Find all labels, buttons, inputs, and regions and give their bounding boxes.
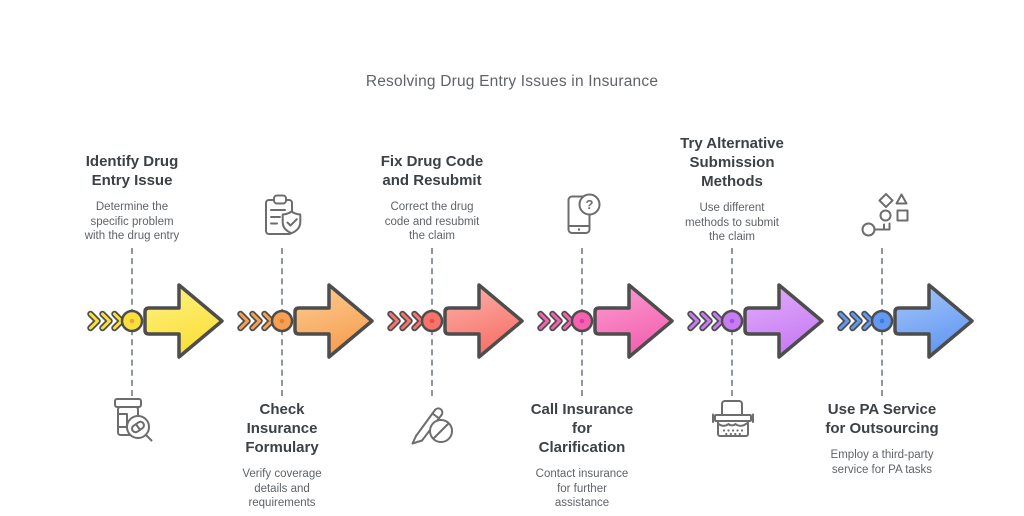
step-2-heading: Check Insurance Formulary	[245, 401, 319, 456]
step-1-description: Determine the specific problem with the …	[84, 201, 180, 242]
timeline-node-dot	[729, 318, 735, 324]
phone-question-icon: ?	[553, 188, 609, 251]
arrow-icon	[443, 283, 524, 359]
timeline-node-dot	[579, 318, 585, 324]
step-4-flow-arrow	[537, 283, 674, 359]
shapes-key-icon	[856, 190, 912, 253]
step-1-text-block: Identify Drug Entry Issue Determine the …	[57, 152, 207, 244]
step-3-description: Correct the drug code and resubmit the c…	[384, 201, 480, 242]
step-4-description: Contact insurance for further assistance	[535, 468, 629, 509]
arrow-icon	[143, 283, 224, 359]
timeline-node-dot	[129, 318, 135, 324]
arrow-icon	[893, 283, 974, 359]
step-3-text-block: Fix Drug Code and Resubmit Correct the d…	[357, 152, 507, 244]
arrow-icon	[743, 283, 824, 359]
step-1-heading: Identify Drug Entry Issue	[85, 153, 179, 189]
diagram-title: Resolving Drug Entry Issues in Insurance	[365, 73, 659, 90]
clipboard-shield-check-icon	[254, 190, 310, 253]
step-3-flow-arrow	[387, 283, 524, 359]
timeline-node-dot	[429, 318, 435, 324]
pencil-pill-icon	[404, 392, 462, 455]
arrow-icon	[593, 283, 674, 359]
step-2-description: Verify coverage details and requirements	[242, 468, 322, 509]
pill-bottle-search-icon	[102, 394, 158, 457]
step-2-text-block: Check Insurance Formulary Verify coverag…	[207, 400, 357, 511]
arrow-icon	[293, 283, 374, 359]
timeline-node-dot	[279, 318, 285, 324]
step-6-text-block: Use PA Service for Outsourcing Employ a …	[807, 400, 957, 477]
step-5-heading: Try Alternative Submission Methods	[680, 135, 784, 190]
timeline-node-dot	[879, 318, 885, 324]
step-6-heading: Use PA Service for Outsourcing	[825, 401, 939, 437]
step-6-description: Employ a third-party service for PA task…	[830, 449, 934, 476]
step-3-heading: Fix Drug Code and Resubmit	[380, 153, 484, 189]
step-4-text-block: Call Insurance for Clarification Contact…	[507, 400, 657, 511]
step-5-description: Use different methods to submit the clai…	[685, 202, 779, 243]
step-6-flow-arrow	[837, 283, 974, 359]
step-1-flow-arrow	[87, 283, 224, 359]
step-4-heading: Call Insurance for Clarification	[530, 401, 634, 456]
step-2-flow-arrow	[237, 283, 374, 359]
svg-text:?: ?	[586, 197, 594, 212]
step-5-flow-arrow	[687, 283, 824, 359]
step-5-text-block: Try Alternative Submission Methods Use d…	[657, 134, 807, 245]
fax-machine-icon	[705, 390, 761, 453]
